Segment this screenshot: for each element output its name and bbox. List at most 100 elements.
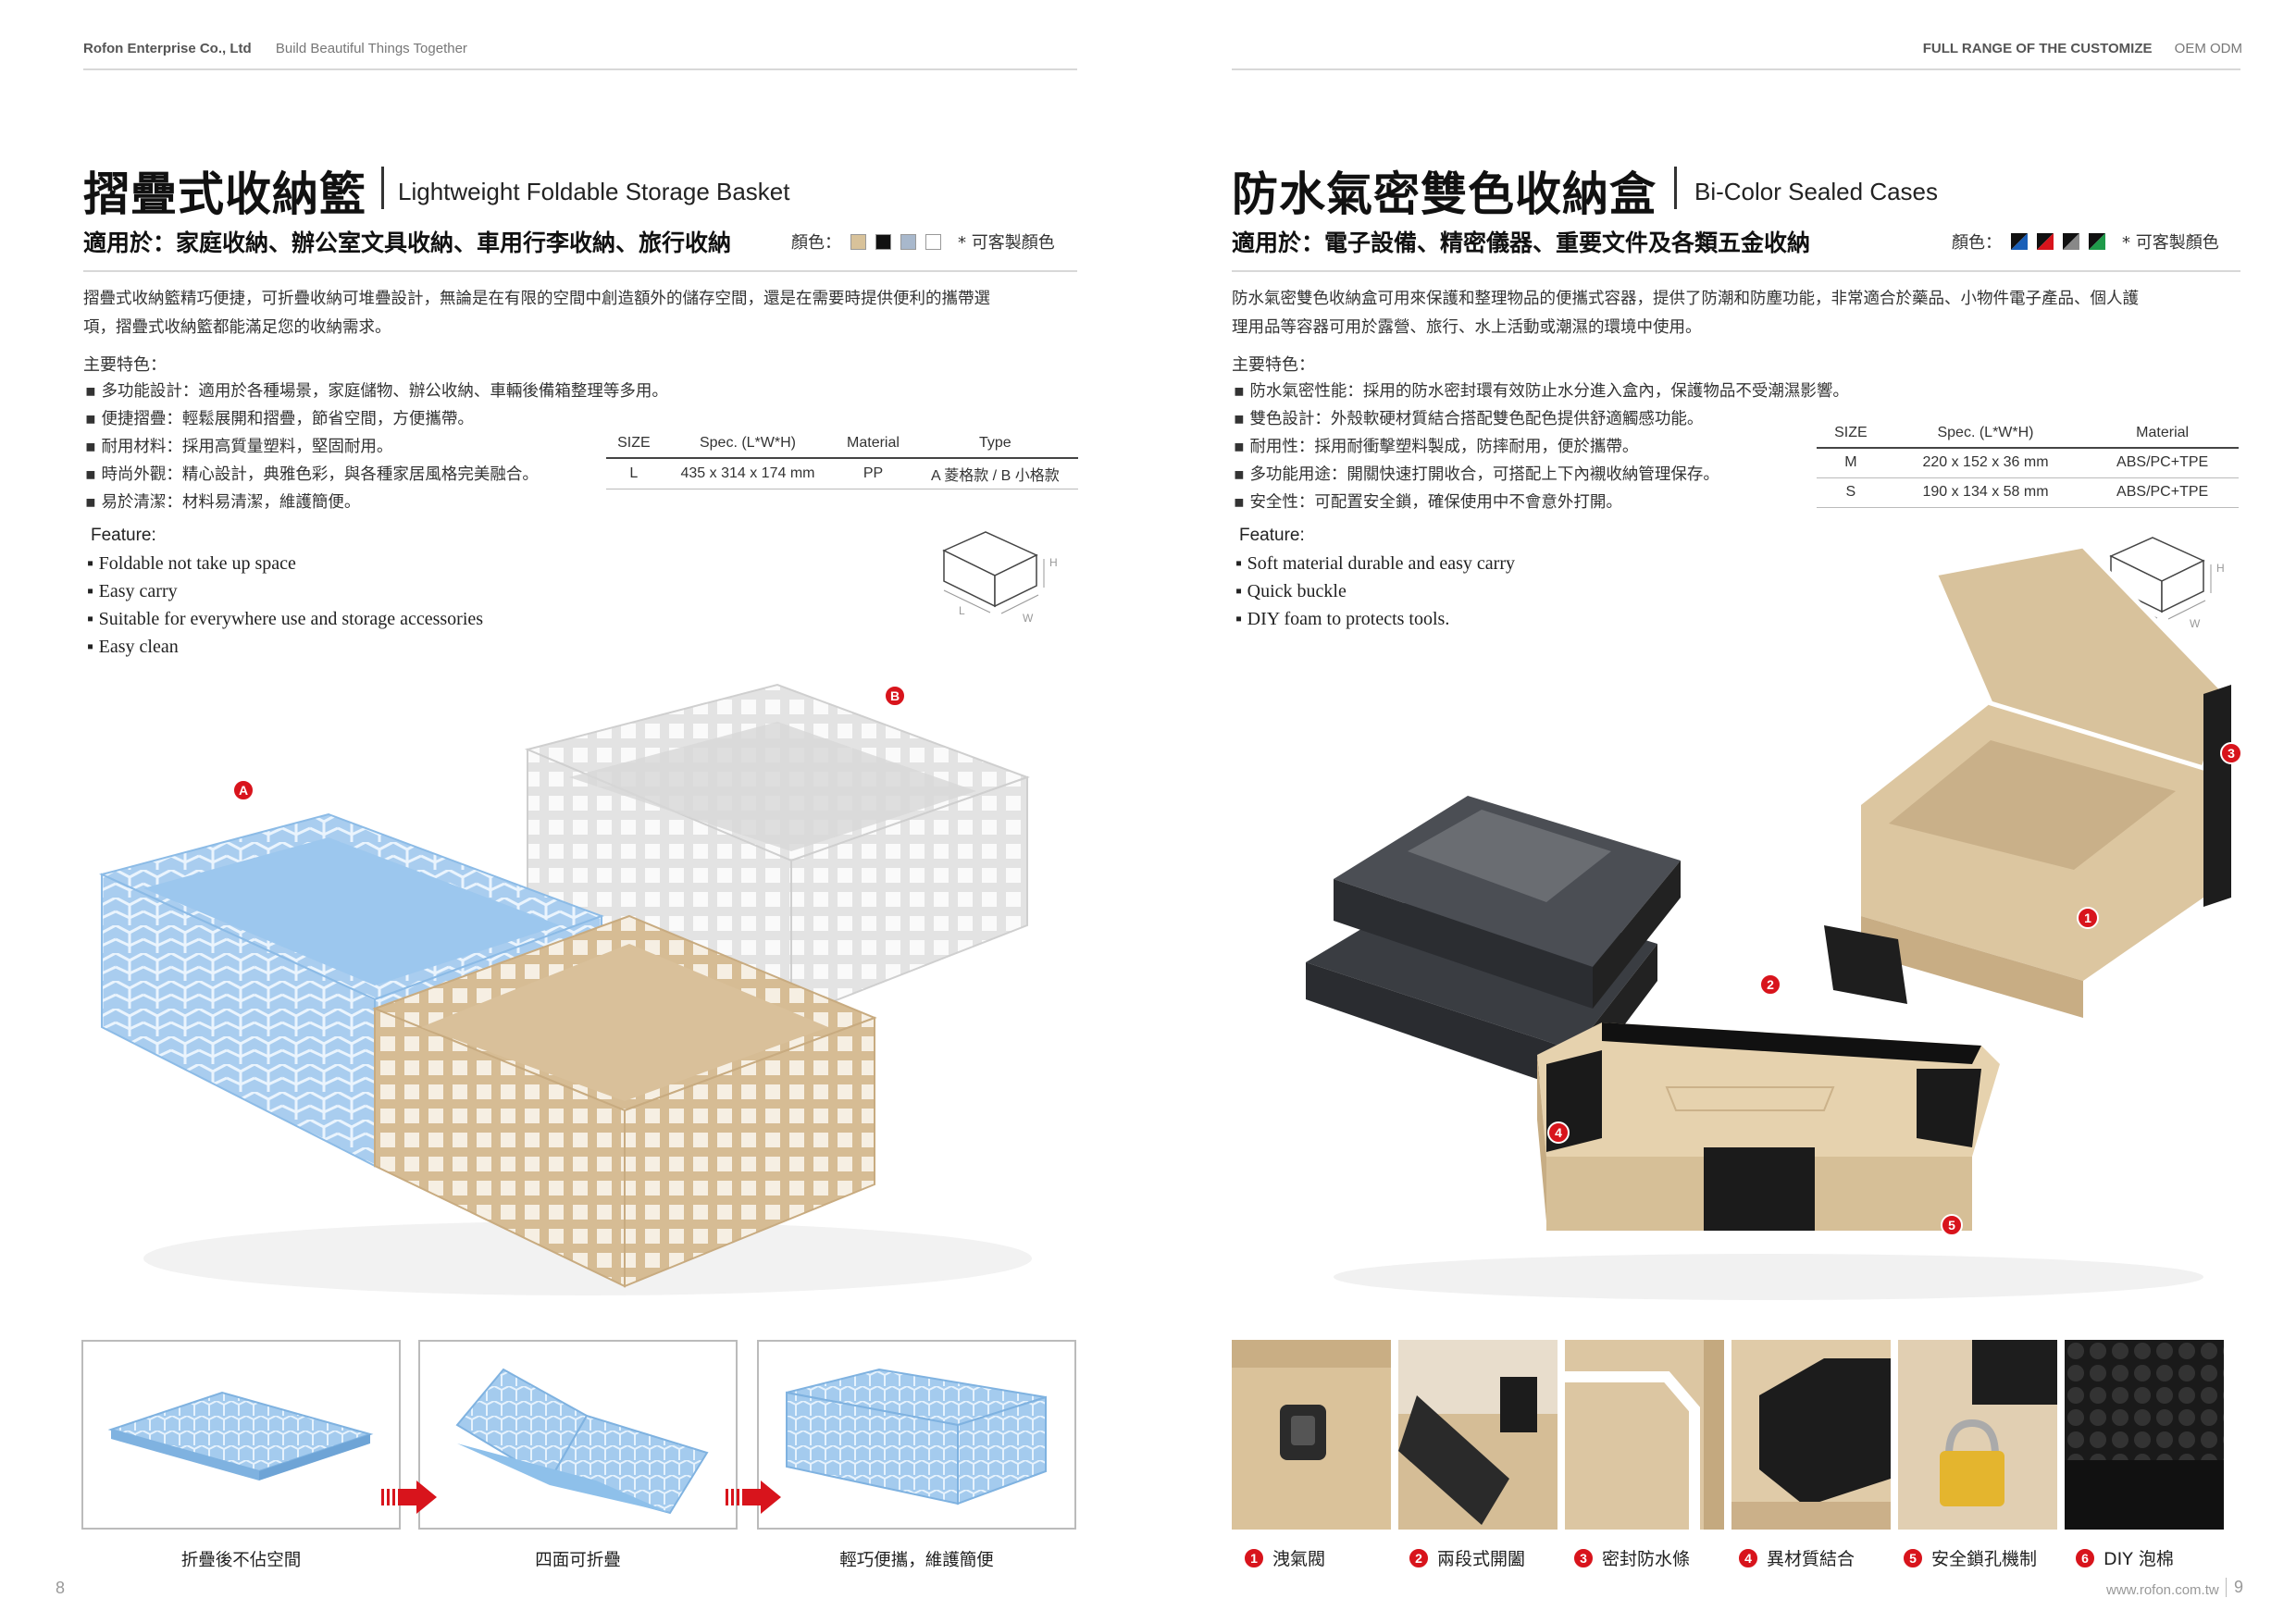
thumb-two-stage-latch: [1398, 1340, 1558, 1530]
spec-table: SIZE Spec. (L*W*H) Material M 220 x 152 …: [1817, 418, 2239, 508]
color-swatch-white: [925, 233, 941, 250]
table-header: Spec. (L*W*H): [1884, 418, 2087, 449]
case-dark-stack: [1306, 796, 1681, 1092]
title-separator: [1674, 167, 1677, 209]
header-left: Rofon Enterprise Co., Ltd Build Beautifu…: [83, 41, 467, 56]
header-slogan: Build Beautiful Things Together: [275, 41, 467, 56]
table-cell: M: [1817, 448, 1885, 478]
title-separator: [381, 167, 384, 209]
caption-text: 安全鎖孔機制: [1931, 1549, 2038, 1569]
feature-caption-4: 4 異材質結合: [1737, 1545, 1855, 1570]
box-label-w: W: [2190, 617, 2201, 630]
main-features-list: 多功能設計：適用於各種場景，家庭儲物、辦公收納、車輛後備箱整理等多用。 便捷摺疊…: [85, 378, 668, 516]
website-url[interactable]: www.rofon.com.tw: [2106, 1582, 2219, 1598]
list-item: 耐用材料：採用高質量塑料，堅固耐用。: [85, 433, 668, 461]
caption-badge: 3: [1572, 1546, 1595, 1569]
colors-label: 顏色：: [1952, 233, 2002, 253]
color-options: 顏色： * 可客製顏色: [791, 229, 1055, 254]
page-number: 9: [2226, 1578, 2243, 1597]
header-divider: [83, 68, 1077, 70]
thumb-lock-hole: [1898, 1340, 2057, 1530]
feature-caption-6: 6 DIY 泡棉: [2074, 1545, 2174, 1570]
caption-badge: 4: [1737, 1546, 1759, 1569]
table-header-row: SIZE Spec. (L*W*H) Material Type: [606, 428, 1078, 459]
list-item: 便捷摺疊：輕鬆展開和摺疊，節省空間，方便攜帶。: [85, 405, 668, 433]
section-divider: [1232, 270, 2240, 272]
description-line-2: 項，摺疊式收納籃都能滿足您的收納需求。: [83, 318, 391, 337]
list-item: 多功能設計：適用於各種場景，家庭儲物、辦公收納、車輛後備箱整理等多用。: [85, 378, 668, 405]
description: 防水氣密雙色收納盒可用來保護和整理物品的便攜式容器，提供了防潮和防塵功能，非常適…: [1232, 285, 2250, 342]
caption-portable: 輕巧便攜，維護簡便: [839, 1551, 994, 1570]
list-item: Easy clean: [87, 633, 483, 661]
table-header-row: SIZE Spec. (L*W*H) Material: [1817, 418, 2239, 449]
color-swatch-beige: [850, 233, 866, 250]
color-swatch-green-black: [2089, 233, 2105, 250]
feature-caption-1: 1 洩氣閥: [1243, 1545, 1325, 1570]
caption-badge: 2: [1408, 1546, 1430, 1569]
box-label-h: H: [2216, 562, 2225, 575]
feature-caption-3: 3 密封防水條: [1572, 1545, 1690, 1570]
table-header: Material: [2086, 418, 2239, 449]
caption-four-sides: 四面可折疊: [535, 1551, 621, 1570]
table-row: L 435 x 314 x 174 mm PP A 菱格款 / B 小格款: [606, 458, 1078, 489]
list-item: DIY foam to protects tools.: [1235, 605, 1515, 633]
table-cell: ABS/PC+TPE: [2086, 448, 2239, 478]
color-options: 顏色： * 可客製顏色: [1952, 229, 2219, 254]
badge-a: A: [232, 779, 254, 801]
cases-photo: [1306, 546, 2231, 1300]
table-cell: A 菱格款 / B 小格款: [912, 458, 1078, 489]
caption-text: 兩段式開闔: [1437, 1549, 1526, 1569]
description-line-1: 防水氣密雙色收納盒可用來保護和整理物品的便攜式容器，提供了防潮和防塵功能，非常適…: [1232, 290, 2139, 308]
list-item: 時尚外觀：精心設計，典雅色彩，與各種家居風格完美融合。: [85, 461, 668, 489]
feature-caption-2: 2 兩段式開闔: [1408, 1545, 1525, 1570]
spec-table: SIZE Spec. (L*W*H) Material Type L 435 x…: [606, 428, 1078, 489]
caption-badge: 5: [1902, 1546, 1924, 1569]
main-features-heading: 主要特色：: [1232, 355, 1315, 375]
left-page: Rofon Enterprise Co., Ltd Build Beautifu…: [0, 0, 1148, 1623]
badge-5: 5: [1941, 1214, 1963, 1236]
colors-note: * 可客製顏色: [2122, 233, 2219, 253]
box-label-h: H: [1049, 556, 1058, 569]
caption-text: 洩氣閥: [1272, 1549, 1326, 1569]
list-item: Foldable not take up space: [87, 550, 483, 577]
basket-white: [524, 683, 1030, 1020]
apply-text: 適用於：家庭收納、辦公室文具收納、車用行李收納、旅行收納: [83, 229, 732, 256]
list-item: Soft material durable and easy carry: [1235, 550, 1515, 577]
color-swatch-black: [875, 233, 891, 250]
header-oem: OEM ODM: [2174, 41, 2242, 56]
caption-text: 異材質結合: [1767, 1549, 1855, 1569]
feature-heading: Feature:: [91, 526, 156, 545]
description: 摺疊式收納籃精巧便捷，可折疊收納可堆疊設計，無論是在有限的空間中創造額外的儲存空…: [83, 285, 1083, 342]
thumb-vent-valve: [1232, 1340, 1391, 1530]
thumb-diy-foam: [2065, 1340, 2224, 1530]
feature-list: Foldable not take up space Easy carry Su…: [87, 550, 483, 661]
page-subtitle: Bi-Color Sealed Cases: [1694, 178, 1939, 205]
apply-text: 適用於：電子設備、精密儀器、重要文件及各類五金收納: [1232, 229, 1811, 256]
colors-note: * 可客製顏色: [958, 233, 1055, 253]
basket-tan: [372, 914, 877, 1288]
color-swatch-red-black: [2037, 233, 2054, 250]
box-label-l: L: [959, 604, 965, 617]
feature-heading: Feature:: [1239, 526, 1305, 545]
color-swatch-gray-black: [2063, 233, 2079, 250]
case-tan-closed: [1537, 1022, 2000, 1231]
badge-b: B: [884, 685, 906, 707]
caption-badge: 1: [1243, 1546, 1265, 1569]
list-item: 多功能用途：開關快速打開收合，可搭配上下內襯收納管理保存。: [1234, 461, 1849, 489]
table-row: S 190 x 134 x 58 mm ABS/PC+TPE: [1817, 477, 2239, 508]
badge-4: 4: [1547, 1121, 1570, 1144]
colors-label: 顏色：: [791, 233, 841, 253]
arrow-right-icon: [381, 1481, 437, 1514]
list-item: Quick buckle: [1235, 577, 1515, 605]
table-cell: 435 x 314 x 174 mm: [661, 458, 835, 489]
caption-badge: 6: [2074, 1546, 2096, 1569]
baskets-photo: [99, 683, 1032, 1295]
list-item: 雙色設計：外殼軟硬材質結合搭配雙色配色提供舒適觸感功能。: [1234, 405, 1849, 433]
table-header: SIZE: [1817, 418, 1885, 449]
table-row: M 220 x 152 x 36 mm ABS/PC+TPE: [1817, 448, 2239, 478]
main-features-list: 防水氣密性能：採用的防水密封環有效防止水分進入盒內，保護物品不受潮濕影響。 雙色…: [1234, 378, 1849, 516]
table-cell: 190 x 134 x 58 mm: [1884, 477, 2087, 508]
page-title: 防水氣密雙色收納盒: [1232, 167, 1657, 221]
caption-folded: 折疊後不佔空間: [180, 1551, 302, 1570]
page-title: 摺疊式收納籃: [83, 167, 366, 221]
